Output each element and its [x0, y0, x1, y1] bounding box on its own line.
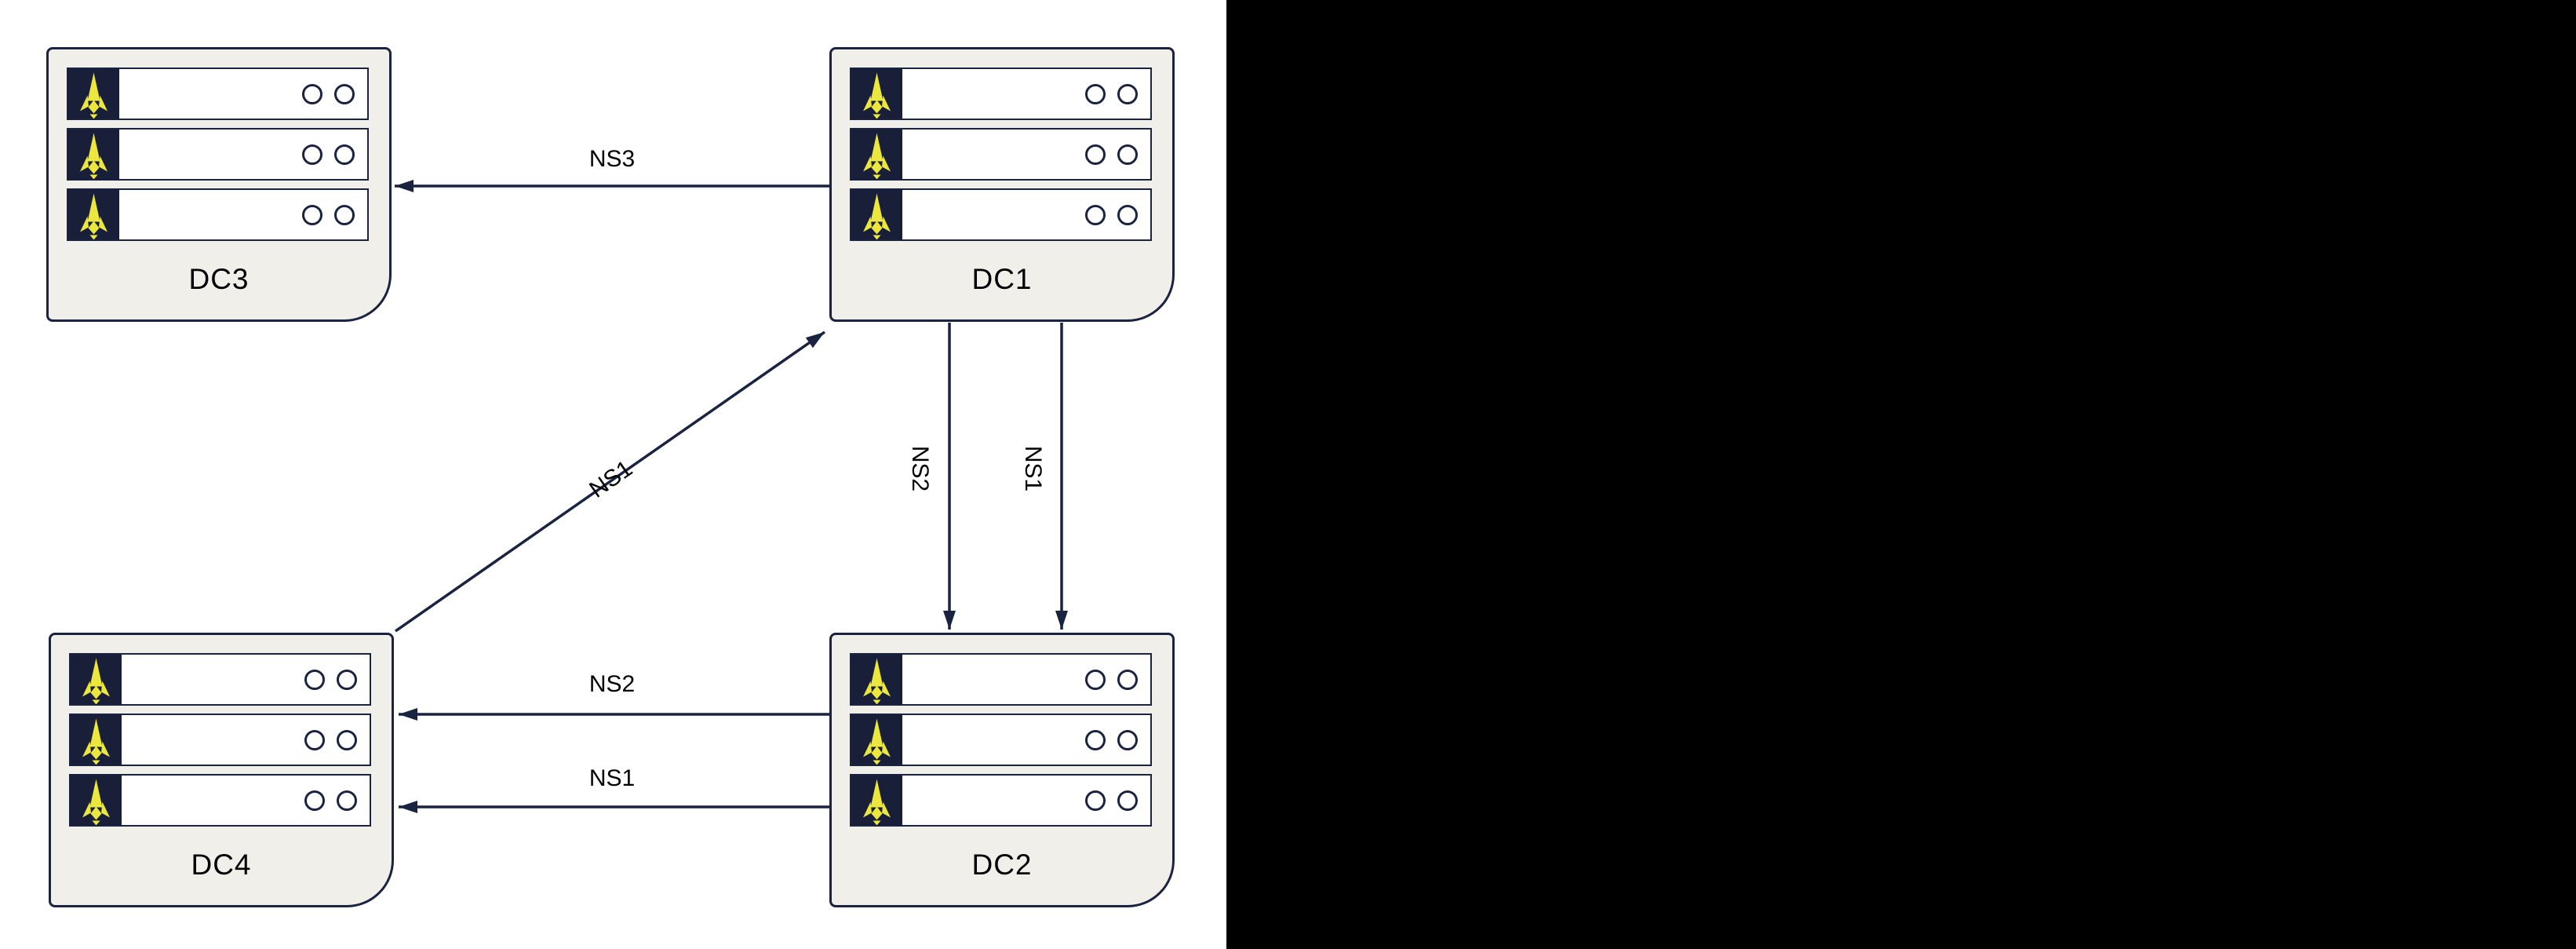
server-led-icon	[337, 669, 357, 690]
server-row	[850, 774, 1152, 827]
server-row	[69, 653, 371, 706]
rocket-icon	[71, 776, 122, 825]
server-row	[67, 188, 369, 241]
server-led-icon	[1117, 790, 1138, 811]
server-row	[850, 128, 1152, 181]
rocket-icon	[71, 715, 122, 765]
connection-label-ns2-vertical: NS2	[907, 445, 933, 492]
server-led-icon	[1085, 204, 1106, 225]
datacenter-dc1: DC1	[829, 47, 1175, 322]
server-row	[850, 714, 1152, 766]
rocket-icon	[851, 190, 902, 239]
server-led-icon	[1085, 669, 1106, 690]
server-row	[850, 68, 1152, 120]
server-led-icon	[302, 144, 322, 165]
server-led-icon	[1117, 83, 1138, 104]
connection-label-ns1-lower: NS1	[588, 765, 636, 791]
datacenter-label: DC1	[971, 263, 1033, 295]
server-led-icon	[304, 729, 325, 750]
rocket-icon	[68, 190, 119, 239]
server-led-icon	[1085, 144, 1106, 165]
datacenter-label: DC2	[971, 849, 1033, 881]
connection-label-ns1-diagonal: NS1	[585, 455, 638, 503]
server-row	[69, 774, 371, 827]
server-led-icon	[334, 144, 355, 165]
server-led-icon	[334, 83, 355, 104]
server-led-icon	[337, 729, 357, 750]
server-led-icon	[302, 83, 322, 104]
server-row	[850, 653, 1152, 706]
server-led-icon	[334, 204, 355, 225]
server-led-icon	[304, 790, 325, 811]
rocket-icon	[851, 655, 902, 704]
rocket-icon	[851, 776, 902, 825]
server-led-icon	[1085, 729, 1106, 750]
server-row	[67, 128, 369, 181]
server-led-icon	[337, 790, 357, 811]
rocket-icon	[68, 130, 119, 179]
rocket-icon	[71, 655, 122, 704]
rocket-icon	[68, 69, 119, 119]
rocket-icon	[851, 69, 902, 119]
server-led-icon	[1085, 790, 1106, 811]
connection-label-ns3: NS3	[588, 146, 636, 172]
connection-label-ns1-vertical: NS1	[1020, 445, 1046, 492]
server-led-icon	[302, 204, 322, 225]
server-led-icon	[1117, 669, 1138, 690]
server-led-icon	[1117, 144, 1138, 165]
server-row	[850, 188, 1152, 241]
datacenter-dc4: DC4	[49, 633, 394, 907]
server-led-icon	[1117, 204, 1138, 225]
server-led-icon	[1117, 729, 1138, 750]
rocket-icon	[851, 715, 902, 765]
server-led-icon	[1085, 83, 1106, 104]
server-led-icon	[304, 669, 325, 690]
datacenter-dc3: DC3	[46, 47, 392, 322]
rocket-icon	[851, 130, 902, 179]
datacenter-dc2: DC2	[829, 633, 1175, 907]
server-row	[69, 714, 371, 766]
datacenter-label: DC4	[191, 849, 252, 881]
masked-black-region	[1226, 0, 2576, 949]
connection-label-ns2-lower: NS2	[588, 671, 636, 697]
datacenter-label: DC3	[188, 263, 250, 295]
server-row	[67, 68, 369, 120]
